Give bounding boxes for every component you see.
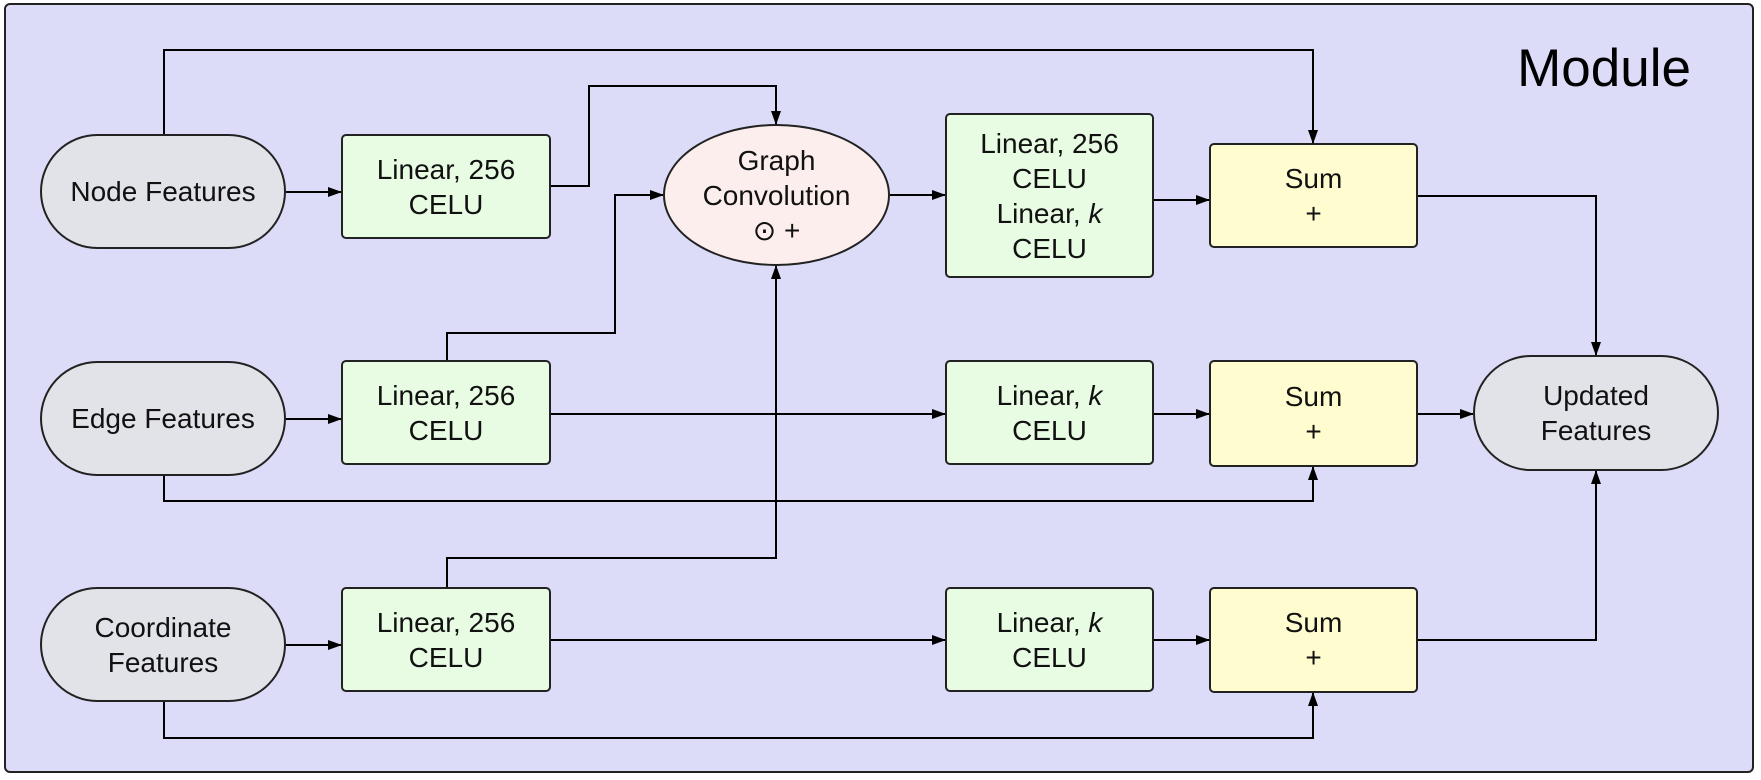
edge-post-block: Linear, k CELU <box>945 360 1154 465</box>
edge-post-line1: Linear, k <box>997 378 1103 413</box>
node-features-label: Node Features <box>70 176 256 207</box>
node-linear-block: Linear, 256 CELU <box>341 134 551 239</box>
coord-post-line1: Linear, k <box>997 605 1103 640</box>
coordinate-features-label-line2: Features <box>107 646 219 678</box>
node-post-line2: CELU <box>1012 162 1087 194</box>
sum-node-line2: + <box>1305 197 1322 229</box>
edge-post-line1-var: k <box>1088 379 1103 411</box>
sum-edge-line2: + <box>1305 415 1322 447</box>
arrow-sum-coord-to-output <box>1418 470 1601 641</box>
sum-coord-line2: + <box>1305 642 1322 673</box>
sum-edge-line1: Sum <box>1284 380 1343 412</box>
coord-linear-line1: Linear, 256 <box>376 606 516 638</box>
sum-coord-block: Sum + <box>1209 587 1418 693</box>
node-linear-line1: Linear, 256 <box>376 153 516 185</box>
edge-linear-block: Linear, 256 CELU <box>341 360 551 465</box>
edge-linear-line1: Linear, 256 <box>376 379 516 411</box>
node-post-block: Linear, 256 CELU Linear, k CELU <box>945 113 1154 278</box>
node-post-line3: Linear, k <box>997 196 1103 231</box>
arrow-edge-linear-to-conv <box>446 190 664 360</box>
updated-features-output: Updated Features <box>1473 355 1719 471</box>
coord-linear-block: Linear, 256 CELU <box>341 587 551 692</box>
arrow-node-skip-to-sum <box>163 49 1318 144</box>
arrow-node-linear-to-conv <box>551 85 781 187</box>
sum-node-line1: Sum <box>1284 162 1343 194</box>
node-post-line3-prefix: Linear, <box>996 197 1089 229</box>
coordinate-features-input: Coordinate Features <box>40 587 286 702</box>
sum-coord-line1: Sum <box>1284 607 1343 638</box>
edge-linear-line2: CELU <box>408 414 484 446</box>
arrow-edge-skip-to-sum <box>163 466 1318 502</box>
node-post-line1: Linear, 256 <box>980 127 1119 159</box>
graph-convolution-node: Graph Convolution ⊙ + <box>663 124 890 266</box>
arrow-sum-node-to-output <box>1418 195 1601 356</box>
graph-conv-line2: Convolution <box>702 179 851 211</box>
coord-linear-line2: CELU <box>408 641 484 673</box>
node-post-line4: CELU <box>1012 232 1087 264</box>
coord-post-line1-var: k <box>1088 606 1103 638</box>
arrow-coord-linear-to-conv <box>446 265 781 588</box>
graph-conv-line3: ⊙ + <box>752 214 801 246</box>
edge-features-label: Edge Features <box>71 403 255 434</box>
edge-post-line1-prefix: Linear, <box>996 379 1089 411</box>
node-features-input: Node Features <box>40 134 286 249</box>
coord-post-block: Linear, k CELU <box>945 587 1154 692</box>
graph-conv-line1: Graph <box>737 144 816 176</box>
node-post-line3-var: k <box>1088 197 1103 229</box>
coord-post-line1-prefix: Linear, <box>996 606 1089 638</box>
module-title: Module <box>1517 39 1691 98</box>
node-linear-line2: CELU <box>408 188 484 220</box>
edge-features-input: Edge Features <box>40 361 286 476</box>
updated-features-line1: Updated <box>1543 380 1649 411</box>
arrow-coord-skip-to-sum <box>163 692 1318 739</box>
updated-features-line2: Features <box>1540 415 1652 446</box>
sum-node-block: Sum + <box>1209 143 1418 248</box>
coord-post-line2: CELU <box>1012 641 1087 673</box>
edge-post-line2: CELU <box>1012 414 1087 446</box>
coordinate-features-label-line1: Coordinate <box>94 611 232 643</box>
sum-edge-block: Sum + <box>1209 360 1418 467</box>
